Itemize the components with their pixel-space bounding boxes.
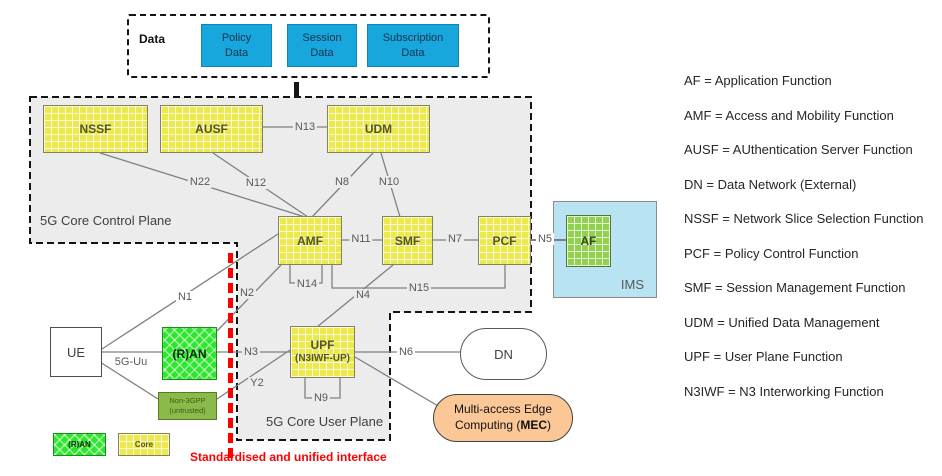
ran-label: (R)AN	[172, 346, 207, 361]
legend-core-label: Core	[134, 440, 154, 449]
interface-label-n10: N10	[376, 175, 402, 189]
interface-label-n8: N8	[332, 175, 352, 189]
definition-item: UPF = User Plane Function	[684, 349, 843, 364]
upf-label: UPF	[310, 338, 335, 353]
subscription-data-box: Subscription Data	[367, 24, 459, 67]
mec-acronym: MEC	[520, 418, 548, 432]
user-plane-label: 5G Core User Plane	[266, 414, 384, 429]
interface-label-n3: N3	[241, 345, 261, 359]
upf-sublabel: (N3IWF-UP)	[295, 353, 350, 365]
non3gpp-node: Non-3GPP (untrusted)	[158, 392, 217, 420]
amf-node: AMF	[278, 216, 342, 265]
interface-label-n2: N2	[237, 286, 257, 300]
interface-label-n4: N4	[353, 288, 373, 302]
mec-label-line1: Multi-access Edge	[453, 402, 553, 417]
interface-label-5g-uu: 5G-Uu	[112, 355, 150, 369]
definition-item: PCF = Policy Control Function	[684, 245, 859, 261]
dn-node: DN	[460, 328, 547, 380]
dn-label: DN	[494, 346, 513, 362]
interface-label-n9: N9	[311, 391, 331, 405]
mec-label-close: )	[547, 418, 552, 432]
data-section-label: Data	[139, 32, 166, 46]
mec-node: Multi-access Edge Computing (MEC)	[433, 394, 573, 442]
control-plane-label: 5G Core Control Plane	[40, 213, 172, 228]
mec-label-line2: Computing (	[454, 418, 521, 432]
af-node: AF	[566, 215, 611, 267]
definition-item: DN = Data Network (External)	[684, 176, 857, 192]
definition-item: AUSF = AUthentication Server Function	[684, 142, 913, 157]
session-data-box: Session Data	[287, 24, 357, 67]
ue-label: UE	[66, 344, 86, 360]
definition-item: UDM = Unified Data Management	[684, 314, 880, 330]
data-connector-bar	[294, 82, 299, 98]
definition-item: AF = Application Function	[684, 73, 832, 88]
ausf-node: AUSF	[160, 105, 263, 153]
definition-item: NSSF = Network Slice Selection Function	[684, 211, 924, 226]
legend-ran-label: (R)AN	[68, 440, 91, 449]
interface-label-n13: N13	[292, 120, 318, 134]
ims-label: IMS	[620, 277, 644, 292]
pcf-node: PCF	[478, 216, 531, 265]
legend-core-box: Core	[118, 433, 170, 456]
interface-label-n7: N7	[445, 232, 465, 246]
upf-node: UPF (N3IWF-UP)	[290, 326, 355, 378]
line-upf-mec	[354, 356, 451, 414]
nssf-node: NSSF	[43, 105, 148, 153]
smf-node: SMF	[382, 216, 433, 265]
interface-label-n6: N6	[396, 345, 416, 359]
policy-data-box: Policy Data	[201, 24, 272, 67]
interface-label-n15: N15	[406, 281, 432, 295]
ue-node: UE	[50, 327, 102, 377]
udm-node: UDM	[327, 105, 430, 153]
core-region-outline	[29, 96, 532, 441]
interface-label-y2: Y2	[248, 376, 266, 390]
definitions-list: AF = Application Function AMF = Access a…	[684, 74, 924, 398]
interface-label-n22: N22	[187, 175, 213, 189]
interface-label-n5: N5	[535, 232, 555, 246]
interface-label-n11: N11	[349, 232, 373, 246]
ran-node: (R)AN	[162, 327, 217, 380]
interface-label-n14: N14	[294, 277, 320, 291]
interface-label-n12: N12	[243, 176, 269, 190]
line-ue-non3gpp	[99, 361, 159, 400]
definition-item: AMF = Access and Mobility Function	[684, 107, 894, 123]
definition-item: N3IWF = N3 Interworking Function	[684, 383, 884, 399]
standardised-interface-callout: Standardised and unified interface	[190, 450, 387, 464]
definition-item: SMF = Session Management Function	[684, 280, 906, 295]
legend-ran-box: (R)AN	[53, 433, 106, 456]
interface-label-n1: N1	[175, 290, 195, 304]
